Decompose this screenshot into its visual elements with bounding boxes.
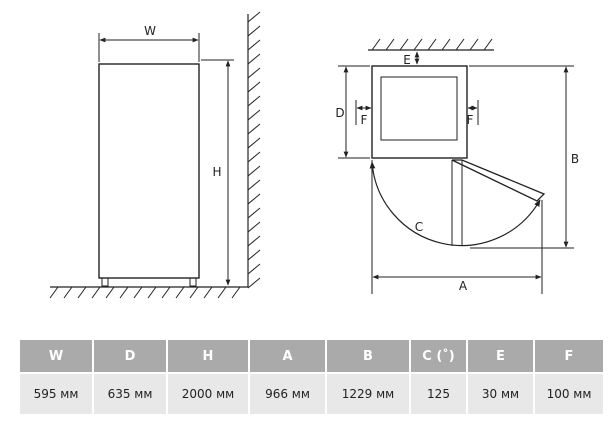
header-a: A xyxy=(250,340,325,372)
header-c: C (˚) xyxy=(411,340,466,372)
installation-diagram: W H E D F F xyxy=(49,11,579,299)
side-gap-right-label: F xyxy=(467,113,474,127)
table-header-row: W D H A B C (˚) E F xyxy=(20,340,603,372)
value-c: 125 xyxy=(411,374,466,414)
cabinet-inner xyxy=(380,76,458,141)
value-e: 30 мм xyxy=(468,374,533,414)
header-e: E xyxy=(468,340,533,372)
header-w: W xyxy=(20,340,92,372)
floor-hatch xyxy=(49,286,241,299)
dimensions-table: W D H A B C (˚) E F 595 мм 635 мм 2000 м… xyxy=(18,338,605,416)
depth-label: D xyxy=(335,106,344,120)
header-b: B xyxy=(327,340,409,372)
value-h: 2000 мм xyxy=(168,374,248,414)
total-width-label: A xyxy=(459,279,468,293)
fridge-body xyxy=(98,63,200,279)
value-b: 1229 мм xyxy=(327,374,409,414)
value-w: 595 мм xyxy=(20,374,92,414)
door-swing-arc xyxy=(369,161,541,247)
width-label: W xyxy=(144,24,156,38)
fridge-foot-right xyxy=(189,277,197,287)
header-h: H xyxy=(168,340,248,372)
wall-gap-label: E xyxy=(403,53,411,67)
open-door xyxy=(451,159,546,202)
swing-label: C xyxy=(415,220,423,234)
cabinet-top xyxy=(371,65,468,159)
rear-wall-hatch xyxy=(371,38,493,51)
header-d: D xyxy=(94,340,166,372)
top-view: E D F F C B A xyxy=(335,38,579,294)
height-label: H xyxy=(212,165,221,179)
total-depth-label: B xyxy=(571,152,579,166)
front-view: W H xyxy=(49,11,261,299)
header-f: F xyxy=(535,340,603,372)
value-d: 635 мм xyxy=(94,374,166,414)
fridge-foot-left xyxy=(101,277,109,287)
value-f: 100 мм xyxy=(535,374,603,414)
value-a: 966 мм xyxy=(250,374,325,414)
table-value-row: 595 мм 635 мм 2000 мм 966 мм 1229 мм 125… xyxy=(20,374,603,414)
wall-hatch xyxy=(247,11,261,289)
side-gap-left-label: F xyxy=(361,113,368,127)
